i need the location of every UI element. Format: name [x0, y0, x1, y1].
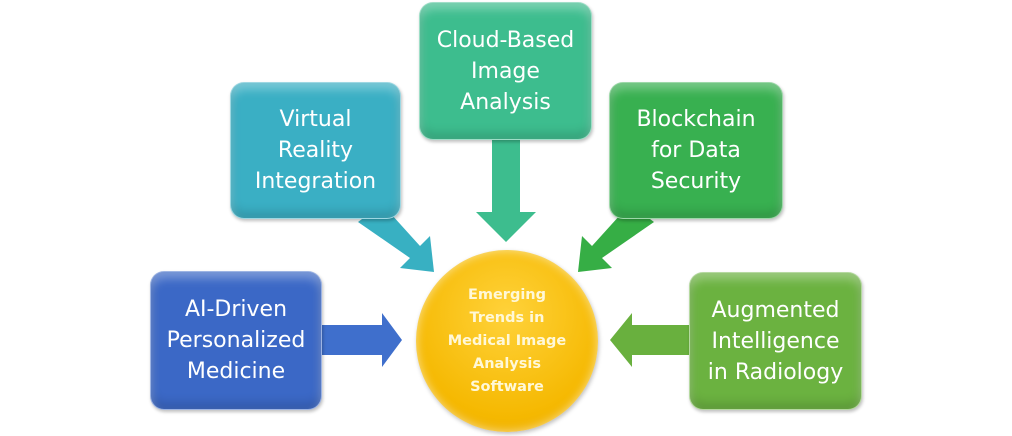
node-virtual-reality-integration: Virtual Reality Integration — [230, 82, 401, 219]
arrow-ai — [320, 313, 402, 367]
node-augmented-intelligence-radiology: Augmented Intelligence in Radiology — [689, 272, 862, 410]
center-hub: Emerging Trends in Medical Image Analysi… — [416, 250, 598, 432]
center-label: Emerging Trends in Medical Image Analysi… — [447, 286, 567, 395]
node-ai-driven-personalized-medicine: AI-Driven Personalized Medicine — [150, 271, 322, 410]
node-label: AI-Driven Personalized Medicine — [166, 297, 306, 384]
node-label: Virtual Reality Integration — [254, 107, 377, 194]
node-cloud-based-image-analysis: Cloud-Based Image Analysis — [419, 2, 592, 140]
node-blockchain-data-security: Blockchain for Data Security — [609, 82, 783, 219]
arrow-cloud — [476, 138, 536, 242]
arrow-blockchain — [578, 204, 654, 272]
arrow-augmented — [610, 313, 692, 367]
node-label: Augmented Intelligence in Radiology — [707, 297, 844, 385]
node-label: Cloud-Based Image Analysis — [436, 27, 575, 115]
node-label: Blockchain for Data Security — [636, 107, 756, 194]
arrow-vr — [358, 204, 434, 272]
